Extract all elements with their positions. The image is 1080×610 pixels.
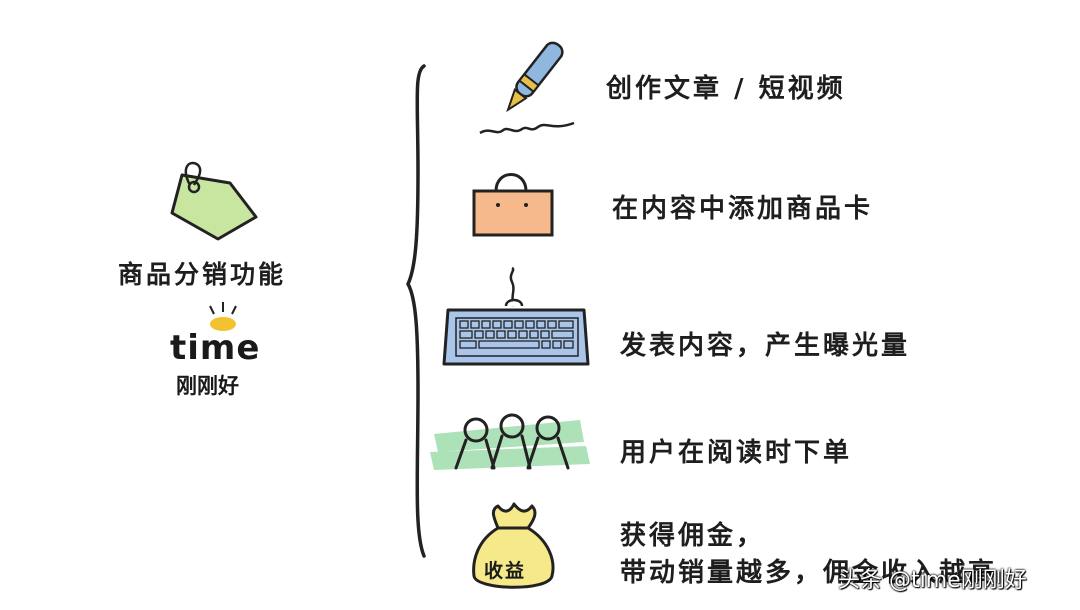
logo-chinese: 刚刚好 [176,374,239,398]
step-5-text-line1: 获得佣金， [620,521,766,551]
pen-icon [479,41,575,135]
brace-icon [406,64,426,558]
step-4-text: 用户在阅读时下单 [620,438,853,468]
shopping-bag-icon [472,173,554,237]
keyboard-icon [442,266,590,366]
income-badge: 收益 [484,560,527,582]
tag-icon [170,161,258,241]
step-5-text-line2: 带动销量越多，佣金收入越高 [620,558,998,588]
money-bag-icon [472,502,555,589]
step-3-text: 发表内容，产生曝光量 [620,331,911,361]
step-2-text: 在内容中添加商品卡 [612,194,874,224]
logo-crown-icon [209,302,237,331]
feature-title: 商品分销功能 [118,260,287,289]
users-icon [430,413,590,470]
logo-word: time [170,328,261,368]
watermark: 头条 @time刚刚好 [838,568,1027,593]
step-1-text: 创作文章 / 短视频 [606,74,846,104]
